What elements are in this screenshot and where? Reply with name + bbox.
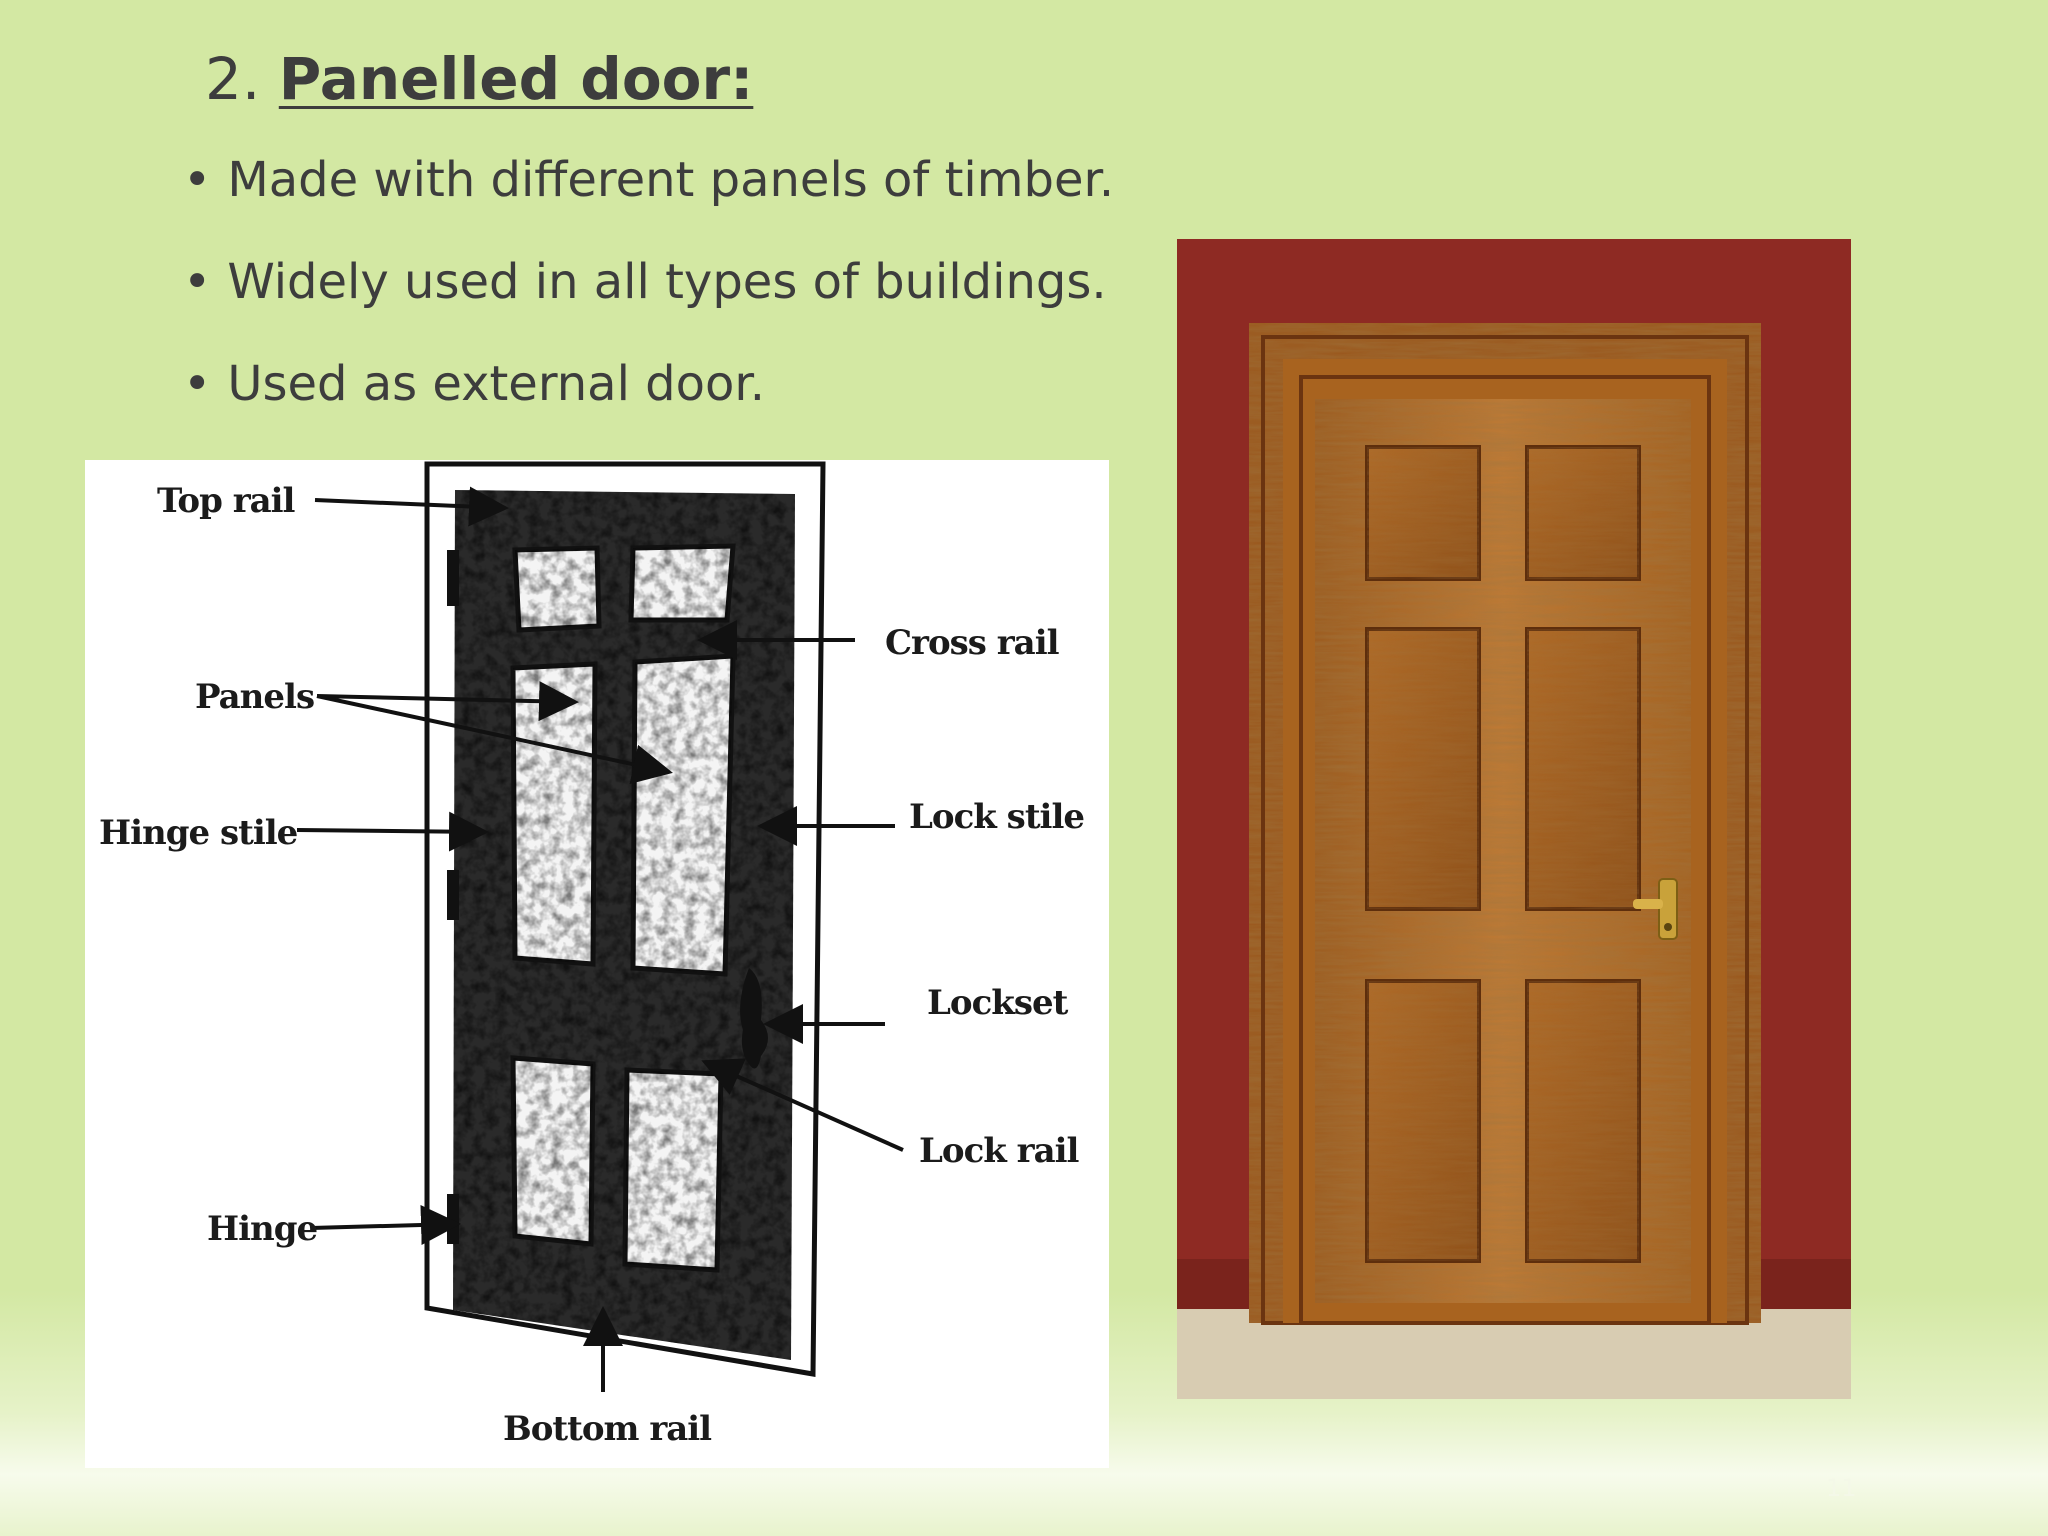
bullet-item: Used as external door. <box>183 354 1114 414</box>
label-hinge-stile: Hinge stile <box>99 813 298 853</box>
slide-title: 2. Panelled door: <box>205 40 753 118</box>
label-bottom-rail: Bottom rail <box>503 1409 712 1449</box>
title-number: 2. <box>205 45 261 113</box>
bullet-item: Made with different panels of timber. <box>183 150 1114 210</box>
leader-lines <box>296 486 904 1392</box>
door-frame <box>424 461 826 1377</box>
label-lock-rail: Lock rail <box>919 1131 1080 1171</box>
door-photo <box>1177 239 1851 1399</box>
bullet-item: Widely used in all types of buildings. <box>183 252 1114 312</box>
label-cross-rail: Cross rail <box>885 623 1060 663</box>
title-text: Panelled door: <box>278 45 754 113</box>
label-hinge: Hinge <box>207 1209 318 1249</box>
door-diagram: Top rail Panels Hinge stile Hinge Cross … <box>85 460 1109 1468</box>
label-lockset: Lockset <box>927 983 1069 1023</box>
lockset-shape <box>740 968 768 1069</box>
slide-number: 11 <box>1826 1474 1857 1502</box>
door-photo-drawing <box>1177 239 1851 1399</box>
label-top-rail: Top rail <box>157 481 296 521</box>
label-panels: Panels <box>195 677 314 717</box>
label-lock-stile: Lock stile <box>909 797 1084 837</box>
bullet-list: Made with different panels of timber. Wi… <box>183 150 1114 456</box>
door-diagram-drawing: Top rail Panels Hinge stile Hinge Cross … <box>99 461 1085 1449</box>
door-handle-icon <box>1633 878 1678 940</box>
